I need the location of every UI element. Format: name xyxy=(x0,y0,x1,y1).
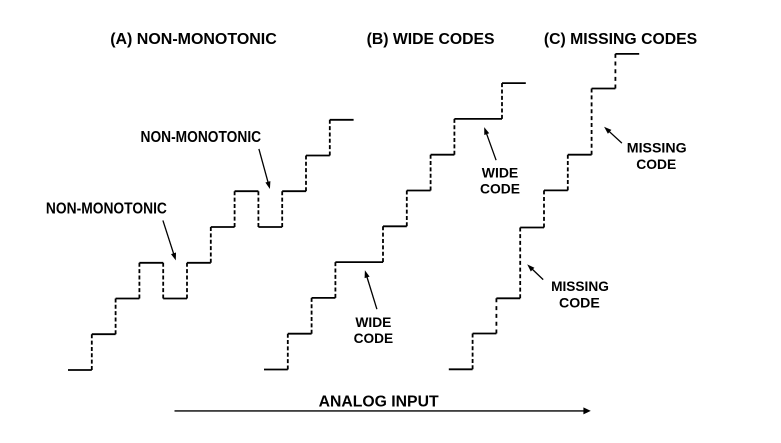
svg-text:CODE: CODE xyxy=(480,181,520,197)
svg-text:NON-MONOTONIC: NON-MONOTONIC xyxy=(46,200,167,217)
svg-text:(B) WIDE CODES: (B) WIDE CODES xyxy=(367,31,495,48)
svg-text:(A) NON-MONOTONIC: (A) NON-MONOTONIC xyxy=(110,31,277,48)
svg-text:WIDE: WIDE xyxy=(482,165,519,181)
svg-text:MISSING: MISSING xyxy=(551,278,609,294)
svg-text:CODE: CODE xyxy=(354,330,394,346)
svg-text:(C) MISSING CODES: (C) MISSING CODES xyxy=(544,31,698,48)
svg-text:CODE: CODE xyxy=(636,156,676,172)
svg-text:NON-MONOTONIC: NON-MONOTONIC xyxy=(141,129,262,146)
svg-text:MISSING: MISSING xyxy=(627,140,687,156)
svg-text:ANALOG INPUT: ANALOG INPUT xyxy=(319,393,439,410)
svg-text:WIDE: WIDE xyxy=(355,314,391,330)
svg-text:CODE: CODE xyxy=(559,295,600,311)
